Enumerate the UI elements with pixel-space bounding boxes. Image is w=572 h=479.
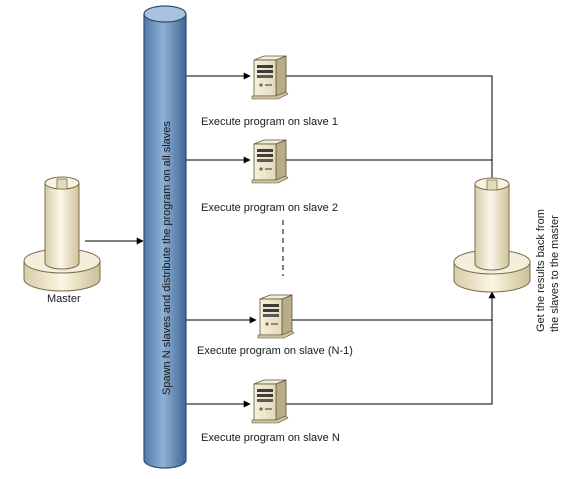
spawn-bus-cylinder: Spawn N slaves and distribute the progra… <box>143 5 187 469</box>
slave-2-server-icon <box>251 139 289 184</box>
slave-n-to-collector-line <box>286 320 493 405</box>
master-icon <box>23 176 101 292</box>
bus-label: Spawn N slaves and distribute the progra… <box>161 121 173 395</box>
slave-n-server-icon <box>251 379 289 424</box>
slave-n1-server-icon <box>257 294 295 339</box>
collector-label-line-2: the slaves to the master <box>549 215 561 332</box>
slave-1-to-collector-line <box>286 75 496 189</box>
collector-icon <box>453 177 531 293</box>
slave-n1-to-collector-line <box>292 291 496 321</box>
collector-label-line-1: Get the results back from <box>535 209 547 332</box>
slave-2-label: Execute program on slave 2 <box>201 202 338 214</box>
slave-1-server-icon <box>251 55 289 100</box>
slave-n-label: Execute program on slave N <box>201 432 340 444</box>
master-label: Master <box>47 293 81 305</box>
slave-1-label: Execute program on slave 1 <box>201 116 338 128</box>
slave-n1-label: Execute program on slave (N-1) <box>197 345 353 357</box>
